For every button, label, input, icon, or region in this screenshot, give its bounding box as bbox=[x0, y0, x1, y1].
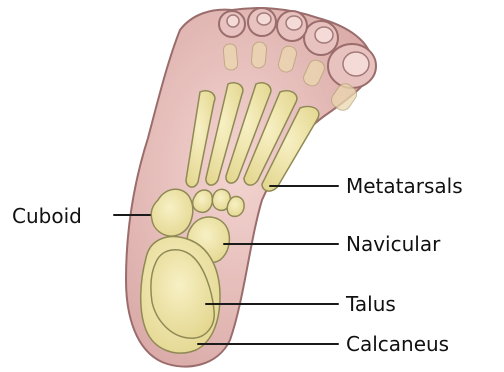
label-cuboid: Cuboid bbox=[12, 206, 82, 226]
toenail-third bbox=[286, 16, 302, 30]
label-calcaneus: Calcaneus bbox=[346, 334, 449, 354]
toenail-big bbox=[343, 52, 369, 76]
toenail-second bbox=[315, 27, 333, 43]
label-navicular: Navicular bbox=[346, 234, 440, 254]
toenail-fourth bbox=[257, 13, 271, 25]
label-talus: Talus bbox=[346, 294, 396, 314]
label-metatarsals: Metatarsals bbox=[346, 176, 463, 196]
toenail-little bbox=[227, 15, 239, 27]
